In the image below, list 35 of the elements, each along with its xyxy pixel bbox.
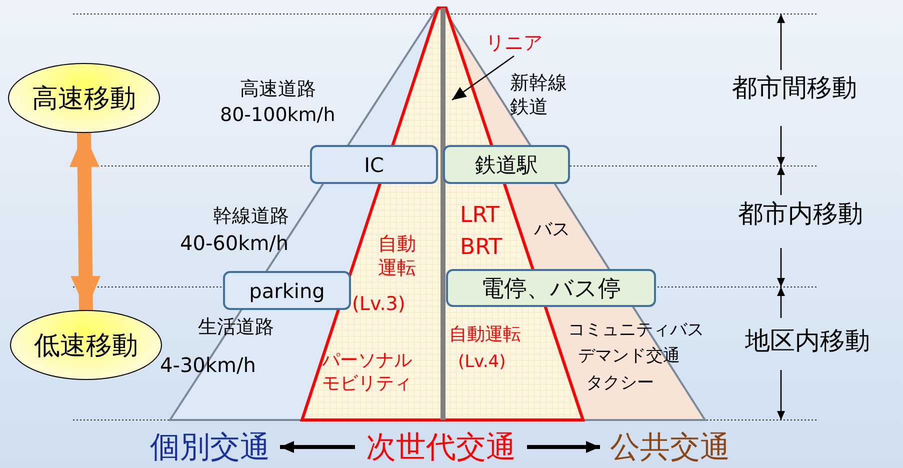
oval-label: 低速移動 bbox=[10, 310, 162, 380]
node-box: IC bbox=[310, 145, 438, 184]
text-label: タクシー bbox=[586, 373, 654, 394]
text-label: 80-100km/h bbox=[220, 104, 336, 128]
text-label: 生活道路 bbox=[198, 316, 274, 340]
category-title: 公共交通 bbox=[600, 428, 740, 466]
text-label: バス bbox=[534, 219, 570, 242]
leader-label: リニア bbox=[478, 30, 550, 56]
node-box: 電停、バス停 bbox=[446, 269, 656, 307]
node-box: 鉄道駅 bbox=[443, 145, 570, 184]
category-title: 次世代交通 bbox=[355, 428, 527, 466]
text-label: 地区内移動 bbox=[745, 325, 870, 356]
node-box: parking bbox=[223, 271, 351, 310]
text-label: BRT bbox=[460, 234, 502, 262]
text-label: 4-30km/h bbox=[160, 353, 256, 378]
text-label: パーソナルモビリティ bbox=[322, 350, 413, 395]
text-label: コミュニティバス bbox=[568, 320, 704, 342]
text-label: 40-60km/h bbox=[180, 231, 289, 256]
text-label: (Lv.3) bbox=[352, 293, 406, 317]
double-arrow bbox=[69, 132, 101, 310]
leader-line bbox=[452, 55, 514, 101]
text-label: 幹線道路 bbox=[213, 205, 289, 229]
text-label: (Lv.4) bbox=[458, 352, 506, 374]
oval-label: 高速移動 bbox=[8, 63, 160, 133]
text-label: 高速道路 bbox=[240, 78, 316, 102]
category-title: 個別交通 bbox=[140, 428, 280, 466]
text-label: 都市間移動 bbox=[732, 72, 857, 104]
text-label: LRT bbox=[460, 202, 500, 230]
text-label: 自動運転 bbox=[378, 233, 417, 280]
text-label: 新幹線鉄道 bbox=[510, 72, 568, 120]
text-label: デマンド交通 bbox=[578, 346, 680, 368]
arrow bbox=[527, 441, 600, 453]
text-label: 都市内移動 bbox=[738, 198, 863, 230]
arrow bbox=[280, 441, 355, 453]
text-label: 自動運転 bbox=[449, 324, 521, 346]
